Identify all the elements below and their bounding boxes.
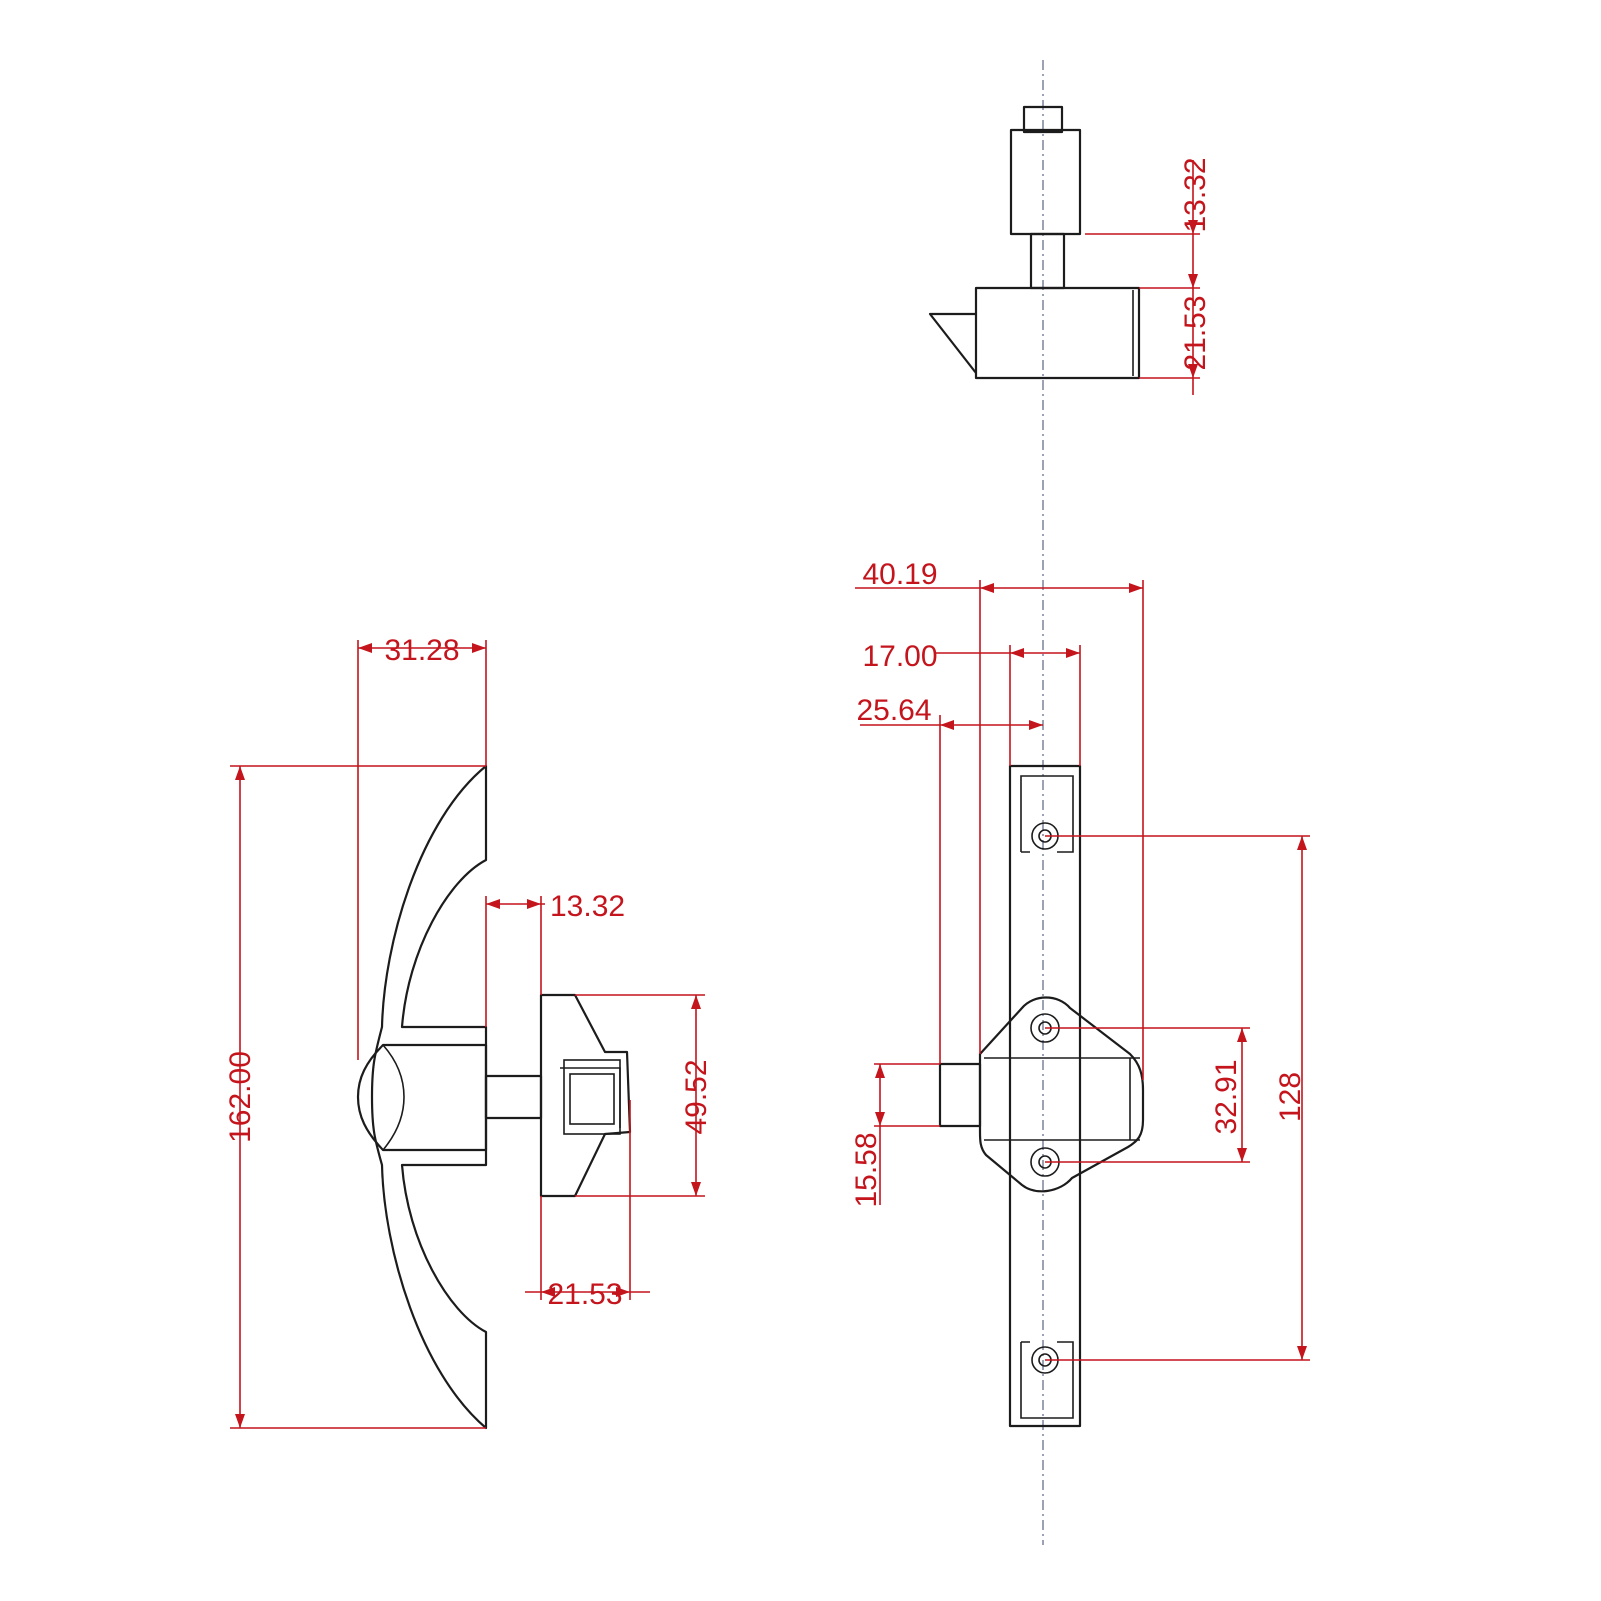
dims-top-view: 13.32 21.53 (1085, 157, 1212, 395)
bottom-screw-slot (1020, 1341, 1074, 1419)
latch-nose (928, 312, 978, 375)
latch-body-side (539, 993, 632, 1198)
bolt-tip (1022, 105, 1064, 134)
latch-body-top (974, 286, 1141, 380)
dim-bolt-head-offset: 13.32 (1179, 157, 1212, 232)
top-screw-slot (1020, 775, 1074, 853)
top-view (928, 105, 1141, 380)
front-bolt (938, 1062, 982, 1128)
handle-hub (356, 1043, 488, 1152)
dim-overall-width: 40.19 (862, 558, 937, 591)
dim-screw-spacing-outer: 128 (1274, 1072, 1307, 1122)
dim-handle-length: 162.00 (224, 1051, 257, 1143)
dims-front-view: 40.19 17.00 25.64 15.58 32.91 (850, 558, 1310, 1361)
dim-bolt-height: 15.58 (850, 1132, 883, 1207)
bolt-head (1009, 128, 1082, 236)
bolt-shank (1029, 232, 1066, 290)
latch-pad (563, 1059, 621, 1135)
dim-body-width: 21.53 (547, 1278, 622, 1311)
dim-screw-spacing-inner: 32.91 (1210, 1059, 1243, 1134)
handle-spindle (484, 1074, 543, 1120)
dim-plate-width: 17.00 (862, 640, 937, 673)
dims-side-view: 162.00 31.28 13.32 49.52 21.53 (224, 634, 713, 1429)
dim-handle-depth: 31.28 (384, 634, 459, 667)
dim-body-height: 49.52 (680, 1059, 713, 1134)
dim-latch-body-height: 21.53 (1179, 295, 1212, 370)
mounting-plate (1008, 764, 1082, 1428)
front-view (938, 764, 1145, 1428)
latch-housing (978, 996, 1145, 1193)
dim-bolt-offset: 25.64 (856, 694, 931, 727)
side-view (356, 764, 632, 1430)
dim-stem-offset: 13.32 (550, 890, 625, 923)
handle-grip (370, 764, 488, 1430)
